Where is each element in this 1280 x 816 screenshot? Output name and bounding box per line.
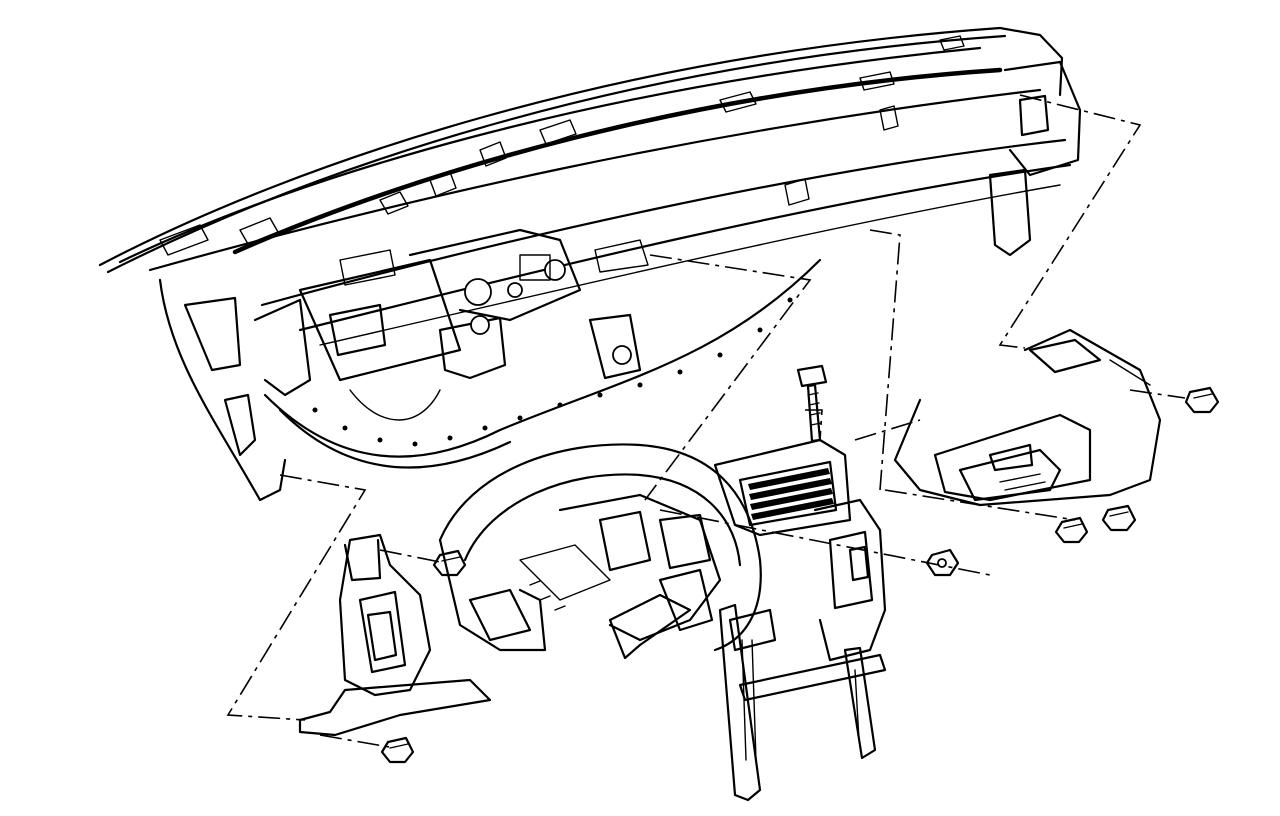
nut-icon: [925, 548, 960, 577]
bolt-icon: [796, 364, 828, 443]
rivet-dots-upper: [312, 297, 793, 447]
instrument-cluster-carrier: [298, 364, 887, 802]
bolt-icon: [432, 549, 467, 577]
fasteners: [380, 386, 1220, 764]
right-end-panel: [893, 328, 1162, 507]
bolt-icon: [380, 736, 415, 764]
bolt-icon: [1054, 516, 1089, 544]
bolt-icon: [1184, 386, 1220, 414]
center-air-vent-louvers: [748, 468, 834, 520]
upper-dash-carrier: [98, 26, 1082, 502]
bolt-icon: [1101, 504, 1137, 532]
